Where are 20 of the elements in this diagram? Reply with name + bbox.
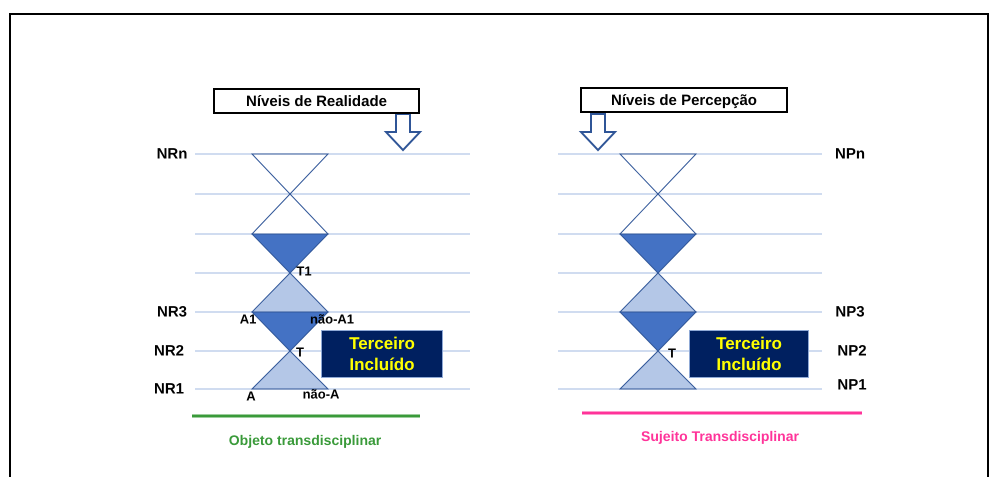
point-label: T1 <box>296 264 312 278</box>
level-label: NP3 <box>835 304 865 320</box>
point-label: A1 <box>240 312 256 326</box>
level-label: NR3 <box>157 304 187 320</box>
point-label: não-A <box>302 386 340 402</box>
highlight-box: Terceiro Incluído <box>689 330 809 378</box>
caption-text: Objeto transdisciplinar <box>228 432 382 448</box>
level-label: NP1 <box>837 376 867 394</box>
caption-text: Sujeito Transdisciplinar <box>641 428 799 444</box>
highlight-box: Terceiro Incluído <box>321 330 443 378</box>
level-label: NRn <box>156 146 188 162</box>
heading-box: Níveis de Realidade <box>213 88 420 114</box>
level-label: NP2 <box>837 342 867 360</box>
point-label: T <box>296 344 304 360</box>
point-label: T <box>668 346 676 360</box>
level-label: NPn <box>835 146 865 162</box>
level-label: NR2 <box>154 342 184 360</box>
level-label: NR1 <box>154 380 184 398</box>
heading-box: Níveis de Percepção <box>580 87 788 113</box>
point-label: A <box>246 388 256 404</box>
